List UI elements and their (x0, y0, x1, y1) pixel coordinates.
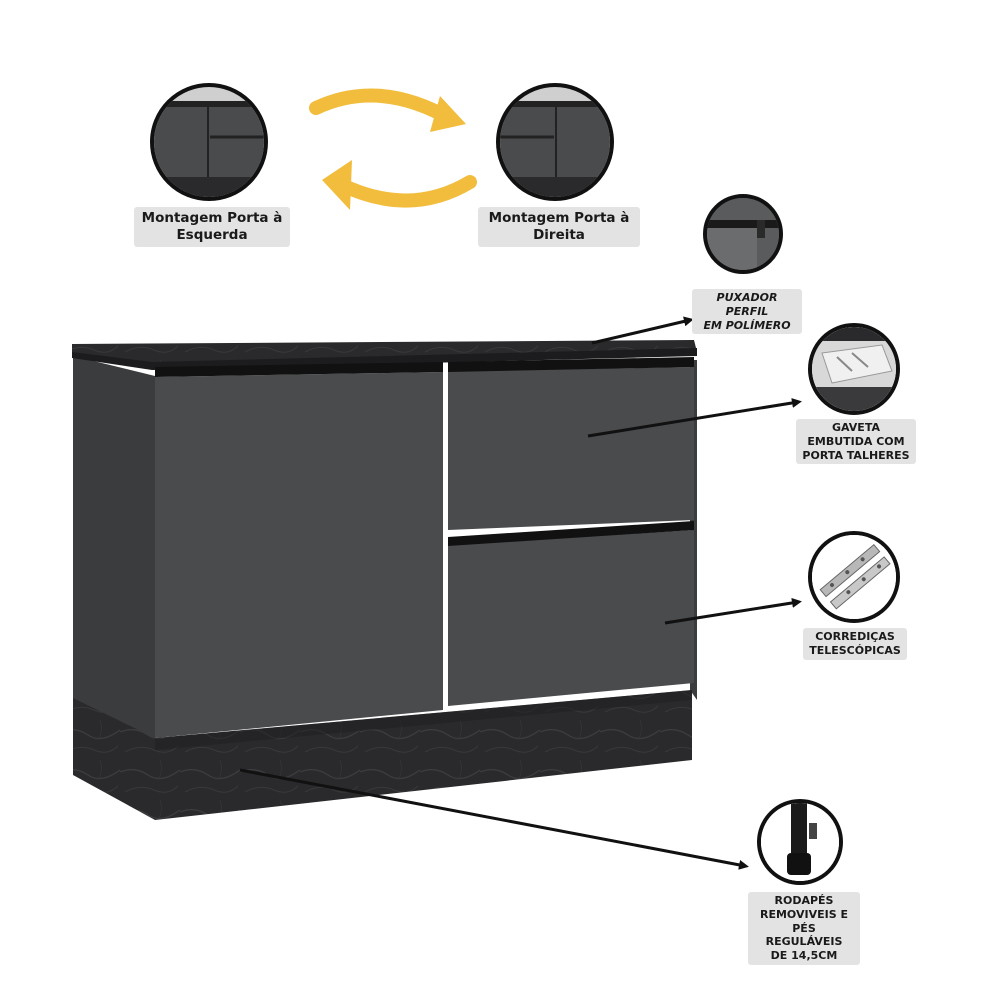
label-feet-line2: REMOVIVEIS E (760, 907, 848, 921)
drawer-bottom (448, 530, 694, 706)
label-slides-line2: TELESCÓPICAS (809, 643, 901, 657)
drawer-bottom-handle (448, 521, 694, 546)
thumb-drawer (808, 323, 900, 415)
thumb-feet (757, 799, 843, 885)
arrow-handle (591, 316, 694, 345)
drawer-top-handle (448, 357, 694, 372)
label-handle-line2: EM POLÍMERO (703, 318, 791, 332)
label-handle-line1: PUXADOR PERFIL (716, 291, 778, 318)
label-drawer: GAVETA EMBUTIDA COM PORTA TALHERES (796, 419, 916, 465)
label-feet-line1: RODAPÉS (774, 894, 834, 907)
label-feet-line3: PÉS REGULÁVEIS (765, 921, 843, 949)
pointer-arrows (239, 316, 802, 870)
swap-arrows-icon (309, 88, 477, 210)
label-feet-line4: DE 14,5CM (770, 949, 838, 962)
plinth-shadow (155, 690, 692, 750)
label-mount-right-line1: Montagem Porta à (488, 210, 630, 226)
door-handle (155, 362, 443, 377)
drawer-top (448, 367, 694, 530)
countertop (72, 340, 697, 366)
arrow-slides (664, 597, 802, 625)
plinth-front (155, 690, 692, 820)
plinth-side (73, 698, 155, 820)
label-mount-right-line2: Direita (533, 226, 585, 243)
cabinet-door (155, 372, 443, 738)
label-drawer-line1: GAVETA (832, 421, 880, 434)
label-mount-left-line1: Montagem Porta à (141, 210, 283, 226)
cabinet (72, 340, 697, 820)
label-drawer-line2: EMBUTIDA COM (807, 434, 905, 448)
thumb-door-left (150, 83, 268, 201)
thumb-slides (808, 531, 900, 623)
label-drawer-line3: PORTA TALHERES (802, 448, 910, 462)
arrow-drawer (587, 398, 802, 438)
label-mount-left-line2: Esquerda (176, 226, 248, 243)
label-handle: PUXADOR PERFIL EM POLÍMERO (692, 289, 802, 335)
countertop-edge (72, 348, 697, 370)
label-slides: CORREDIÇAS TELESCÓPICAS (803, 628, 907, 660)
thumb-door-right (496, 83, 614, 201)
label-mount-left: Montagem Porta à Esquerda (134, 207, 290, 247)
label-slides-line1: CORREDIÇAS (815, 630, 895, 643)
cabinet-side (73, 356, 155, 740)
arrow-feet (239, 768, 749, 870)
label-feet: RODAPÉS REMOVIVEIS E PÉS REGULÁVEIS DE 1… (748, 892, 860, 965)
thumb-handle (703, 194, 783, 274)
label-mount-right: Montagem Porta à Direita (478, 207, 640, 247)
